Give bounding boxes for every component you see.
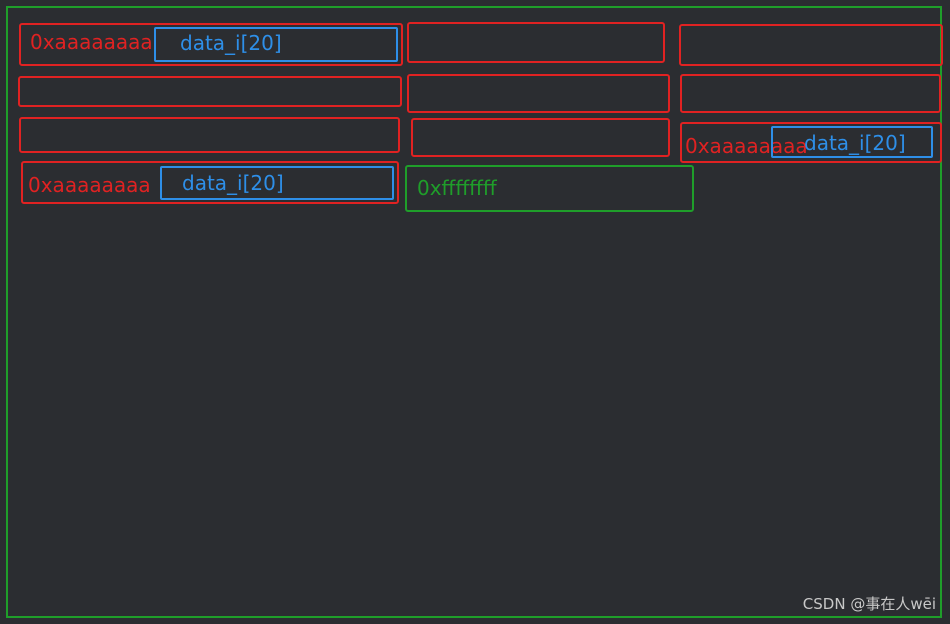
memory-block-5 <box>407 74 670 113</box>
memory-block-10 <box>21 161 399 204</box>
memory-block-6 <box>680 74 941 113</box>
block-10-magic-label: 0xaaaaaaaa <box>28 173 151 197</box>
free-block-magic-label: 0xffffffff <box>417 176 497 200</box>
block-9-data-field <box>771 126 933 158</box>
csdn-watermark: CSDN @事在人wēi <box>802 595 936 613</box>
block-1-magic-label: 0xaaaaaaaa <box>30 30 153 54</box>
block-9-magic-label: 0xaaaaaaaa <box>685 134 808 158</box>
memory-block-3 <box>679 24 943 66</box>
free-block <box>405 165 694 212</box>
memory-block-8 <box>411 118 670 157</box>
memory-block-9 <box>680 122 942 163</box>
memory-block-4 <box>18 76 402 107</box>
block-1-data-field <box>154 27 398 62</box>
memory-region <box>6 6 942 618</box>
memory-block-7 <box>19 117 400 153</box>
block-1-data-label: data_i[20] <box>180 31 282 55</box>
block-10-data-label: data_i[20] <box>182 171 284 195</box>
memory-block-2 <box>407 22 665 63</box>
block-9-data-label: data_i[20] <box>804 131 906 155</box>
block-10-data-field <box>160 166 394 200</box>
memory-block-1 <box>19 23 403 66</box>
